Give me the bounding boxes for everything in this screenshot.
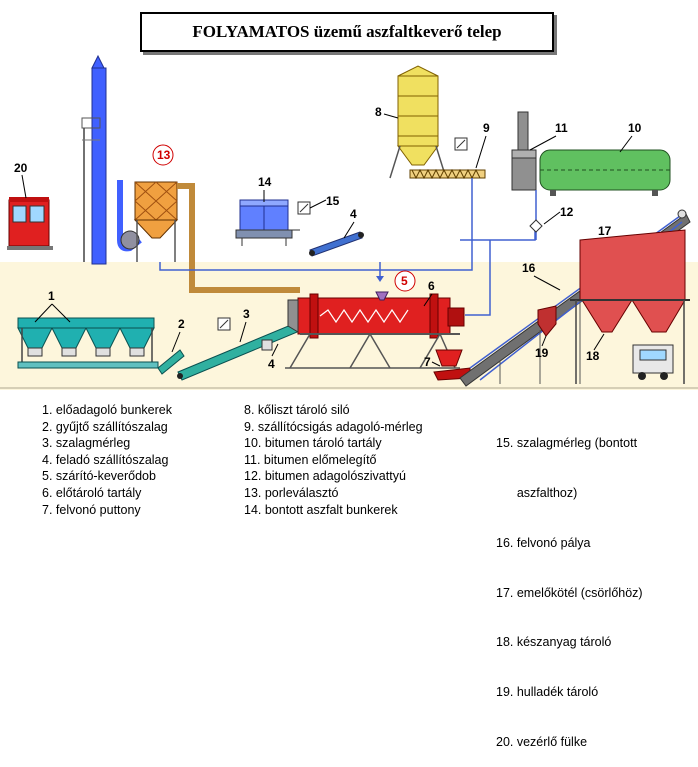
legend-item: 10. bitumen tároló tartály: [244, 436, 382, 451]
callout-10: 10: [628, 121, 642, 135]
reclaimed-asphalt-bunkers: [235, 199, 311, 246]
legend-item: 20. vezérlő fülke: [496, 734, 588, 749]
asphalt-plant-diagram: 20 13 14 15: [0, 54, 698, 390]
callout-7: 7: [424, 355, 431, 369]
filler-silo: [389, 65, 447, 179]
legend-item: aszfalthoz): [496, 485, 578, 500]
callout-16: 16: [522, 261, 536, 275]
callout-3: 3: [243, 307, 250, 321]
legend-item: 19. hulladék tároló: [496, 685, 599, 700]
pre-dosing-bunkers: [17, 317, 159, 369]
callout-18: 18: [586, 349, 600, 363]
callout-4b: 4: [268, 357, 275, 371]
legend-item: 8. kőliszt tároló siló: [244, 403, 350, 417]
callout-5: 5: [401, 274, 408, 288]
bitumen-dosing-pump: [529, 190, 543, 240]
feed-conveyor-lower: [261, 339, 273, 351]
legend-item: 1. előadagoló bunkerek: [42, 403, 172, 417]
callout-2: 2: [178, 317, 185, 331]
legend-item: 11. bitumen előmelegítő: [244, 452, 377, 467]
legend-item: 5. szárító-keverődob: [42, 469, 156, 484]
truck: [632, 344, 674, 380]
legend-item: 6. előtároló tartály: [42, 485, 142, 500]
control-cabin: [7, 197, 53, 250]
callout-9: 9: [483, 121, 490, 135]
legend-item: 7. felvonó puttony: [42, 502, 141, 517]
bitumen-tank: [539, 149, 671, 196]
legend-column-2: 8. kőliszt tároló siló 9. szállítócsigás…: [244, 402, 423, 518]
legend-item: 2. gyűjtő szállítószalag: [42, 419, 168, 434]
callout-6: 6: [428, 279, 435, 293]
feed-conveyor-upper: [309, 231, 364, 257]
legend-item: 18. készanyag tároló: [496, 635, 612, 650]
callout-8: 8: [375, 105, 382, 119]
waste-storage: [537, 305, 557, 337]
legend-item: 9. szállítócsigás adagoló-mérleg: [244, 419, 423, 434]
callout-17: 17: [598, 224, 612, 238]
drying-mixing-drum: [285, 293, 465, 369]
bitumen-preheater: [511, 111, 537, 191]
callout-14: 14: [258, 175, 272, 189]
page-title: FOLYAMATOS üzemű aszfaltkeverő telep: [192, 22, 502, 41]
collecting-conveyor: [157, 349, 185, 375]
legend-item: 4. feladó szállítószalag: [42, 452, 169, 467]
callout-15: 15: [326, 194, 340, 208]
exhaust-stack: [81, 54, 107, 265]
callout-11: 11: [555, 121, 568, 135]
callout-4a: 4: [350, 207, 357, 221]
legend-item: 17. emelőkötél (csörlőhöz): [496, 585, 643, 600]
legend-column-1: 1. előadagoló bunkerek 2. gyűjtő szállít…: [42, 402, 172, 518]
legend-item: 13. porleválasztó: [244, 485, 339, 500]
legend-item: 3. szalagmérleg: [42, 436, 131, 451]
diagram-stage: 20 13 14 15: [0, 12, 698, 749]
callout-1: 1: [48, 289, 55, 303]
callout-13: 13: [157, 148, 171, 162]
callout-19: 19: [535, 346, 549, 360]
dust-separator: [117, 180, 300, 293]
screw-conveyor-scale: [409, 137, 486, 210]
callout-12: 12: [560, 205, 574, 219]
pre-storage-tank: [375, 291, 389, 301]
callout-20: 20: [14, 161, 28, 175]
legend-item: 16. felvonó pálya: [496, 535, 591, 550]
legend-item: 14. bontott aszfalt bunkerek: [244, 502, 398, 517]
title-box: FOLYAMATOS üzemű aszfaltkeverő telep: [140, 12, 554, 52]
legend-item: 12. bitumen adagolószivattyú: [244, 469, 406, 484]
legend-column-3: 15. szalagmérleg (bontott aszfalthoz) 16…: [496, 402, 643, 767]
finished-product-storage: [570, 229, 690, 384]
legend-item: 15. szalagmérleg (bontott: [496, 436, 638, 451]
